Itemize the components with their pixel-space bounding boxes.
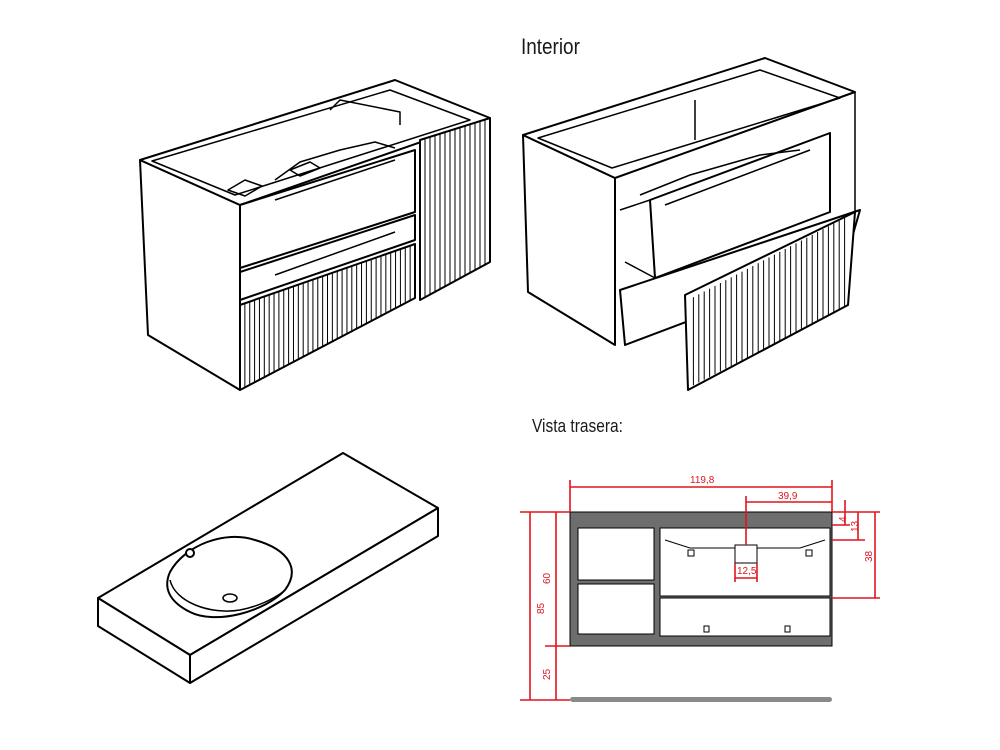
upper-drawer-inner — [639, 149, 801, 196]
dim-total-width: 119,8 — [690, 475, 715, 486]
middle-drawer-handle — [274, 231, 396, 276]
flutes-bottom-drawer — [244, 245, 411, 388]
cabinet-closed-view — [139, 79, 491, 391]
dim-pipe-offset: 39,9 — [778, 491, 798, 502]
back-view-drawing: 119,8 39,9 12,5 85 60 25 4 13 38 — [520, 475, 880, 702]
drawer-slide-left — [664, 539, 735, 549]
fixing-bracket — [784, 625, 791, 633]
fixing-bracket — [687, 549, 695, 557]
basin-bowl-inner — [169, 579, 286, 612]
dim-cabinet-height: 60 — [542, 572, 553, 584]
cabinet-inner-rim — [151, 89, 471, 196]
dim-top-gap-a: 4 — [838, 516, 849, 522]
top-drawer-handle — [274, 159, 396, 201]
top-drawer-front — [239, 149, 416, 269]
flutes-right-door — [424, 119, 486, 298]
pipe-cutout — [734, 544, 758, 564]
tap-hole-icon — [185, 548, 195, 558]
upper-drawer-handle — [664, 149, 811, 206]
fixing-bracket — [703, 625, 710, 633]
dim-drawer-level: 38 — [864, 550, 875, 562]
back-compartment-lower-right — [659, 597, 831, 637]
floor-line — [570, 697, 832, 702]
inner-box-left — [227, 179, 263, 197]
basin-bowl — [166, 535, 293, 619]
washbasin-top — [97, 452, 439, 684]
inner-box-mid — [289, 161, 321, 177]
back-compartment-top-left — [577, 527, 655, 581]
middle-drawer-front — [239, 214, 416, 301]
cabinet-divider — [329, 99, 401, 125]
dim-top-gap-b: 13 — [850, 520, 861, 532]
interior-title: Interior — [521, 34, 580, 59]
inner-drawer-edge — [274, 141, 396, 181]
basin-right-edge — [189, 507, 439, 684]
dim-leg-height: 25 — [542, 668, 553, 680]
dim-total-height: 85 — [536, 602, 547, 614]
flutes-open-drawer — [692, 217, 846, 386]
drain-icon — [222, 593, 238, 603]
back-compartment-bottom-left — [577, 583, 655, 635]
open-cabinet-inner-rim — [537, 69, 841, 169]
dim-pipe-width: 12,5 — [737, 566, 757, 577]
back-view-title: Vista trasera: — [532, 416, 623, 436]
drawer-slide-right — [757, 539, 826, 549]
fixing-bracket — [805, 549, 813, 557]
cabinet-open-view — [522, 57, 861, 391]
upper-drawer-side — [619, 199, 656, 279]
